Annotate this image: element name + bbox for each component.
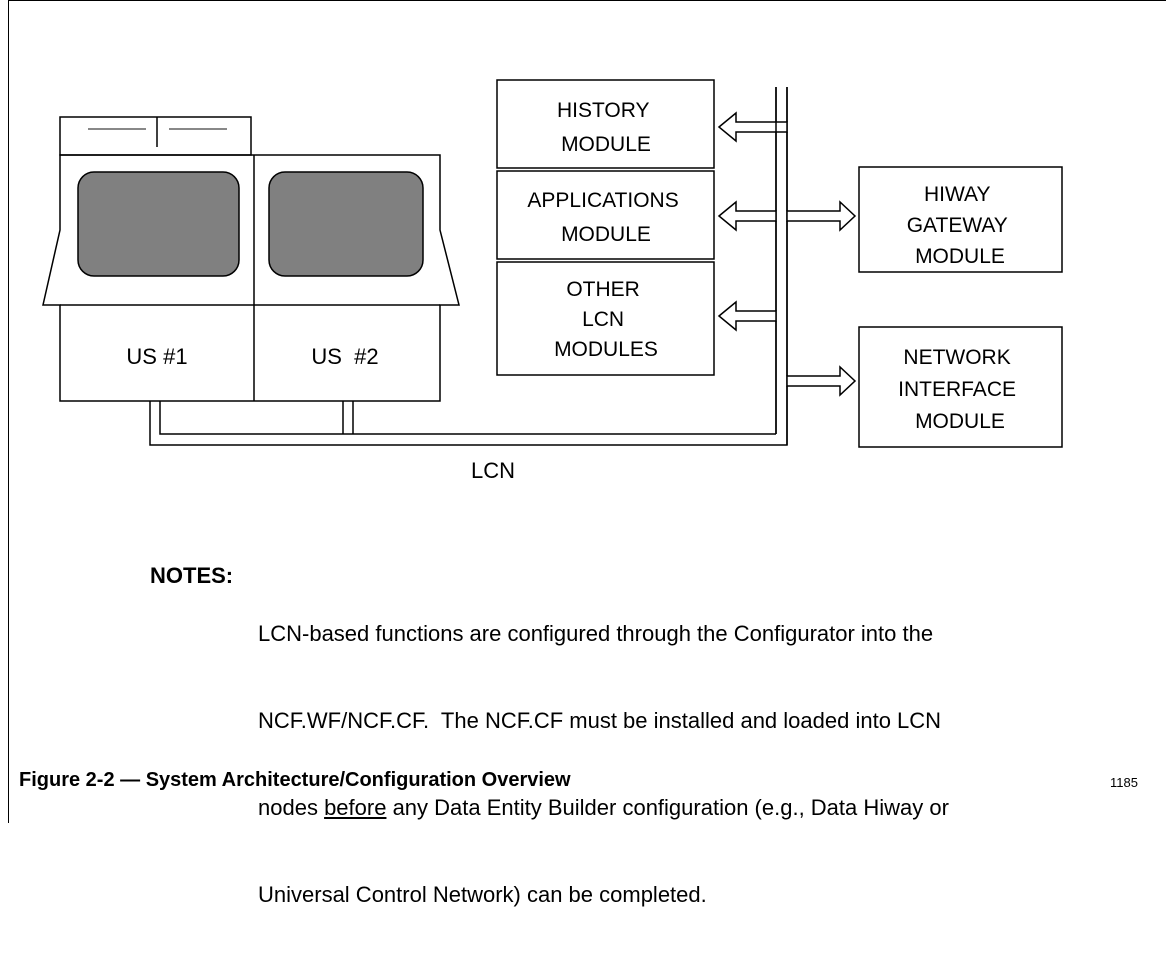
notes-line: LCN-based functions are configured throu… xyxy=(258,621,934,646)
hiway-gateway-module-box xyxy=(858,166,1063,273)
other-lcn-modules-label-line: MODULES xyxy=(554,338,658,361)
notes-emphasis-before: before xyxy=(324,795,387,820)
crt-screen-1 xyxy=(77,171,240,277)
other-lcn-modules-label-line: LCN xyxy=(582,308,624,331)
other-lcn-modules-label-line: OTHER xyxy=(566,278,640,301)
console-top-panel xyxy=(59,116,252,156)
other-lcn-modules-box xyxy=(496,261,715,376)
arrow-to-hiway-gateway-module xyxy=(786,200,857,232)
history-module-label-line: MODULE xyxy=(561,133,651,156)
network-interface-module-box xyxy=(858,326,1063,448)
lcn-cable-outer xyxy=(149,87,788,446)
notes-text-fragment: any Data Entity Builder configuration (e… xyxy=(386,795,949,820)
arrow-to-network-interface-module xyxy=(786,365,857,397)
figure-number: 1185 xyxy=(1110,775,1138,790)
lcn-cable-us1-inner xyxy=(159,401,776,435)
architecture-diagram: HISTORY MODULE APPLICATIONS MODULE OTHER… xyxy=(42,79,1063,483)
network-interface-module-label-line: NETWORK xyxy=(903,346,1010,369)
page-frame xyxy=(8,0,1166,823)
other-lcn-modules-label: OTHER LCN MODULES xyxy=(554,278,658,361)
crt-screen-2 xyxy=(268,171,424,277)
hiway-gateway-module-label: HIWAY GATEWAY MODULE xyxy=(907,183,1014,268)
network-interface-module-label-line: INTERFACE xyxy=(898,378,1016,401)
notes-line: Universal Control Network) can be comple… xyxy=(258,882,707,907)
hiway-gateway-module-label-line: MODULE xyxy=(915,245,1005,268)
notes-line: NCF.WF/NCF.CF. The NCF.CF must be instal… xyxy=(258,708,942,733)
arrow-to-applications-module xyxy=(717,200,777,232)
hiway-gateway-module-label-line: GATEWAY xyxy=(907,214,1008,237)
history-module-label-line: HISTORY xyxy=(557,99,650,122)
applications-module-label: APPLICATIONS MODULE xyxy=(527,189,684,246)
history-module-label: HISTORY MODULE xyxy=(557,99,655,156)
us1-label: US #1 xyxy=(126,344,187,369)
applications-module-label-line: MODULE xyxy=(561,223,651,246)
notes-text-fragment: nodes xyxy=(258,795,325,820)
hiway-gateway-module-label-line: HIWAY xyxy=(924,183,990,206)
applications-module-box xyxy=(496,170,715,260)
applications-module-label-line: APPLICATIONS xyxy=(527,189,678,212)
network-interface-module-label-line: MODULE xyxy=(915,410,1005,433)
figure-caption: Figure 2-2 — System Architecture/Configu… xyxy=(19,769,571,791)
arrow-to-history-module xyxy=(717,111,788,143)
arrow-to-other-lcn-modules xyxy=(717,300,777,332)
history-module-box xyxy=(496,79,715,169)
notes-text: LCN-based functions are configured throu… xyxy=(258,561,949,967)
lcn-label: LCN xyxy=(471,458,515,483)
console-housing xyxy=(42,154,460,402)
us2-label: US #2 xyxy=(311,344,378,369)
notes-line: nodes before any Data Entity Builder con… xyxy=(258,793,949,822)
network-interface-module-label: NETWORK INTERFACE MODULE xyxy=(898,346,1022,433)
notes-label: NOTES: xyxy=(150,563,234,588)
